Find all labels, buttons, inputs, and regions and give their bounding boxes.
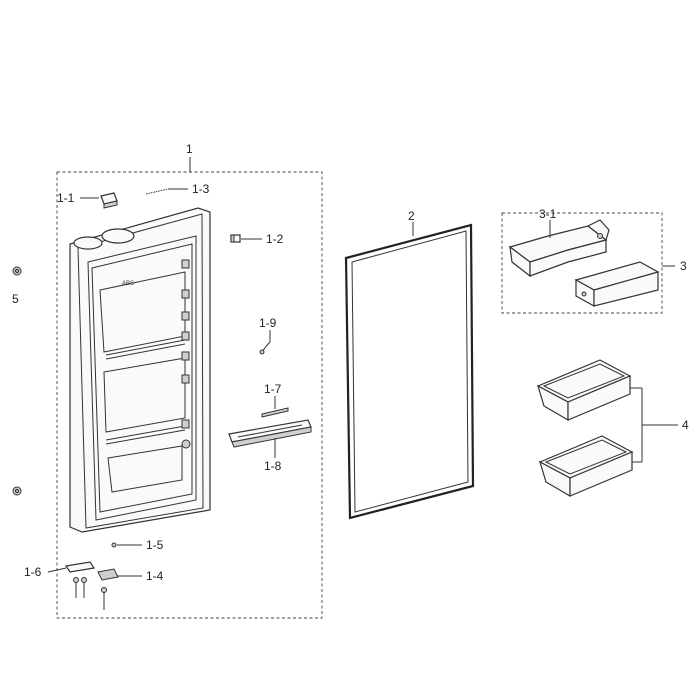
leader-4: [630, 387, 678, 463]
door-panel: ABS: [69, 207, 211, 533]
label-1-7[interactable]: 1-7: [264, 382, 282, 396]
part-1-8[interactable]: [228, 419, 312, 448]
label-2[interactable]: 2: [408, 209, 415, 223]
leader-1-6: [47, 567, 67, 573]
part-2-gasket[interactable]: [344, 223, 475, 520]
guard-assembly-boundary: [501, 212, 663, 314]
label-1-6[interactable]: 1-6: [24, 565, 42, 579]
part-1-2[interactable]: [230, 234, 241, 243]
part-4-bin-bottom[interactable]: [538, 435, 634, 498]
part-1-3[interactable]: [145, 188, 169, 195]
door-assembly-group: 1: [24, 142, 323, 619]
part-3-1[interactable]: [508, 219, 610, 278]
label-1-3[interactable]: 1-3: [192, 182, 210, 196]
label-4[interactable]: 4: [682, 418, 689, 432]
label-3[interactable]: 3: [680, 259, 687, 273]
guard-assembly-group: 3 3-1: [501, 207, 687, 314]
part-1-1[interactable]: [100, 192, 118, 209]
label-1[interactable]: 1: [186, 142, 193, 156]
part-1-6[interactable]: [64, 561, 96, 598]
part-5-top[interactable]: [12, 266, 22, 276]
part-1-9[interactable]: [259, 341, 271, 355]
part-4-bin-top[interactable]: [536, 359, 632, 422]
guard-cover[interactable]: [574, 261, 660, 308]
door-marking: ABS: [122, 281, 134, 287]
label-1-9[interactable]: 1-9: [259, 316, 277, 330]
label-1-5[interactable]: 1-5: [146, 538, 164, 552]
label-5[interactable]: 5: [12, 292, 19, 306]
part-5-bottom[interactable]: [12, 486, 22, 496]
part-1-4[interactable]: [97, 568, 119, 610]
label-1-1[interactable]: 1-1: [57, 191, 75, 205]
part-1-7[interactable]: [261, 407, 289, 418]
label-1-4[interactable]: 1-4: [146, 569, 164, 583]
label-3-1[interactable]: 3-1: [539, 207, 557, 221]
part-1-5[interactable]: [111, 542, 117, 548]
label-1-8[interactable]: 1-8: [264, 459, 282, 473]
label-1-2[interactable]: 1-2: [266, 232, 284, 246]
